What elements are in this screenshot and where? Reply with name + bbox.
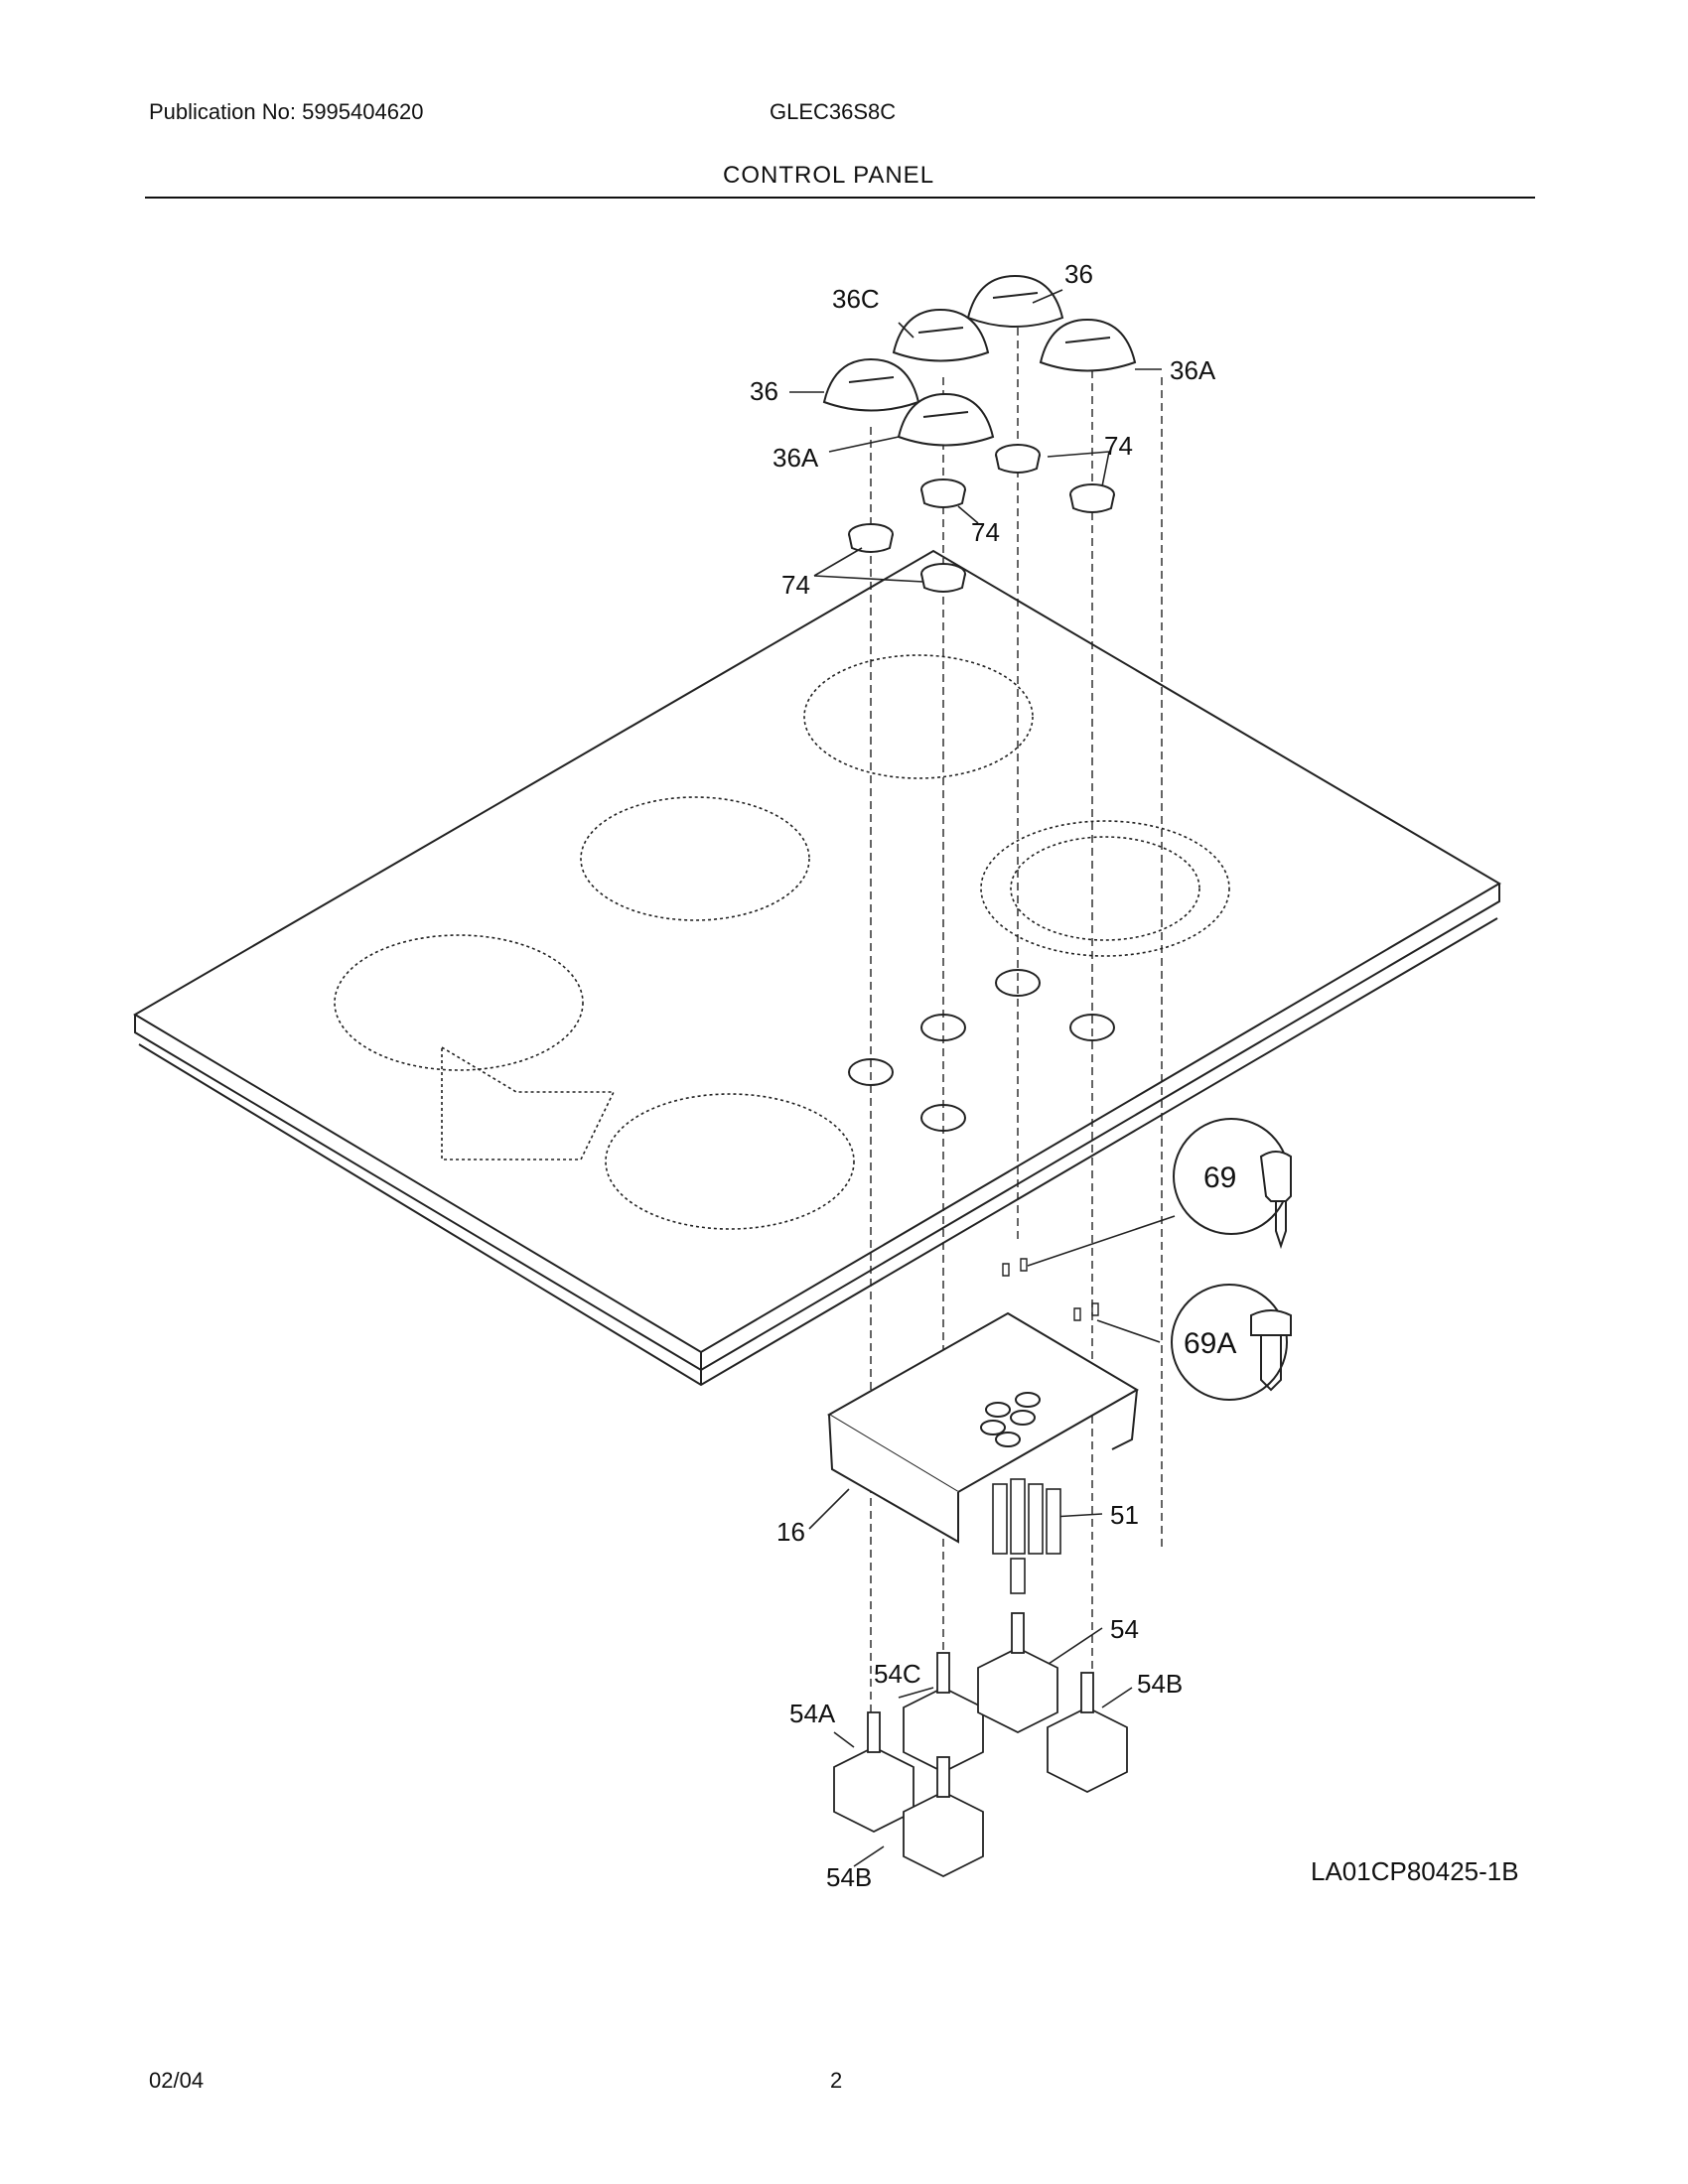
small-screws <box>1002 1258 1099 1321</box>
bracket <box>827 1311 1139 1544</box>
callout-54a: 54A <box>789 1699 836 1728</box>
callout-54c: 54C <box>874 1659 921 1689</box>
publication-number: Publication No: 5995404620 <box>149 99 424 124</box>
screw-detail-69a <box>1171 1284 1292 1401</box>
leader-lines <box>789 289 1176 1867</box>
assembly-lines <box>870 328 1163 1717</box>
infinite-switches <box>833 1612 1128 1878</box>
callout-36c: 36C <box>832 284 880 314</box>
callout-74-c: 74 <box>781 570 810 600</box>
callout-54b-bottom: 54B <box>826 1862 872 1892</box>
burner-elements <box>334 654 1230 1230</box>
callout-36-left: 36 <box>750 376 778 406</box>
page-number: 2 <box>830 2068 843 2093</box>
knob-seals <box>848 444 1115 593</box>
callout-54: 54 <box>1110 1614 1139 1644</box>
drawing-number: LA01CP80425-1B <box>1311 1856 1519 1886</box>
section-title: CONTROL PANEL <box>723 162 935 189</box>
header-rule <box>145 197 1535 199</box>
control-knobs <box>822 274 1137 447</box>
callout-51: 51 <box>1110 1500 1139 1530</box>
model-number: GLEC36S8C <box>770 99 897 124</box>
callout-36-top: 36 <box>1064 259 1093 289</box>
callout-16: 16 <box>776 1517 805 1547</box>
footer-date: 02/04 <box>149 2068 205 2093</box>
cooktop-glass <box>133 549 1501 1387</box>
callout-36a-right: 36A <box>1170 355 1216 385</box>
screw-detail-69 <box>1173 1118 1292 1250</box>
callout-69: 69 <box>1203 1161 1236 1194</box>
callout-54b-right: 54B <box>1137 1669 1183 1699</box>
callout-74-b: 74 <box>971 517 1000 547</box>
callout-74-a: 74 <box>1104 431 1133 461</box>
callout-36a-left: 36A <box>773 443 819 473</box>
callout-labels: 36 36C 36A 36 36A 74 74 74 69 69A 16 51 … <box>750 259 1236 1892</box>
indicator-lights <box>992 1478 1061 1594</box>
callout-69a: 69A <box>1184 1327 1236 1360</box>
